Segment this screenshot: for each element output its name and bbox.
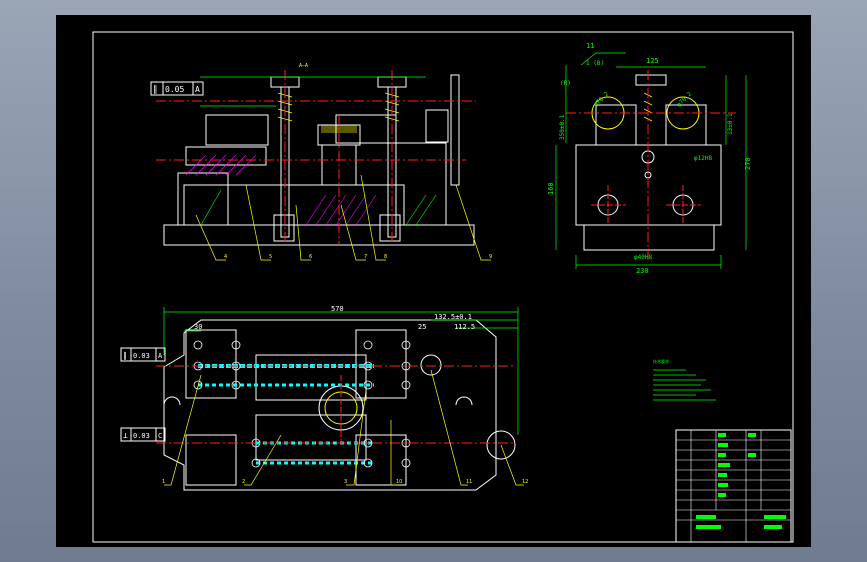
title-block bbox=[675, 429, 792, 543]
plan-callout-2: 2 bbox=[242, 479, 245, 485]
plan-tol-upper-symbol: ∥ bbox=[123, 351, 127, 360]
plan-tol-upper-value: 0.03 bbox=[133, 352, 150, 360]
front-tol-datum: A bbox=[195, 85, 200, 94]
front-callout-4: 4 bbox=[224, 254, 227, 260]
plan-dim-132: 132.5±0.1 bbox=[434, 313, 472, 321]
front-tolerance-frame bbox=[150, 81, 204, 96]
outer-border bbox=[92, 31, 794, 543]
side-dim-r: (R) bbox=[560, 80, 571, 87]
side-dim-right-height: 13±0.1 bbox=[727, 113, 734, 135]
front-view: ∥ 0.05 A A—A bbox=[150, 63, 491, 261]
side-dim-160: 160 bbox=[547, 182, 555, 195]
front-tol-value: 0.05 bbox=[165, 85, 184, 94]
front-callout-6: 6 bbox=[309, 254, 312, 260]
plan-dim-30: 30 bbox=[194, 323, 202, 331]
drawing-sheet: ∥ 0.05 A A—A bbox=[56, 15, 811, 547]
front-callout-8: 8 bbox=[384, 254, 387, 260]
side-dim-1b: 1 (B) bbox=[586, 60, 604, 67]
side-dim-hole: φ40H8 bbox=[634, 254, 652, 261]
front-top-note: A—A bbox=[299, 63, 308, 69]
side-dim-circle-left: φ70.2 bbox=[592, 90, 610, 108]
plan-tol-upper-datum: A bbox=[158, 352, 163, 360]
front-callout-9: 9 bbox=[489, 254, 492, 260]
plan-tol-lower-value: 0.03 bbox=[133, 432, 150, 440]
plan-dim-overall: 570 bbox=[331, 305, 344, 313]
cad-drawing: ∥ 0.05 A A—A bbox=[92, 31, 794, 543]
plan-dim-25: 25 bbox=[418, 323, 426, 331]
plan-callout-11: 11 bbox=[466, 479, 472, 485]
plan-view: 570 132.5±0.1 25 112.5 30 ∥ 0.03 A ⊥ 0.0… bbox=[120, 305, 524, 491]
plan-tol-lower-symbol: ⊥ bbox=[123, 431, 128, 440]
side-dim-270: 270 bbox=[744, 157, 752, 170]
side-dim-small-hole: φ12H8 bbox=[694, 155, 712, 162]
plan-callout-10: 10 bbox=[396, 479, 402, 485]
front-callout-5: 5 bbox=[269, 254, 272, 260]
side-dim-125: 125 bbox=[646, 57, 659, 65]
plan-callout-1: 1 bbox=[162, 479, 165, 485]
plan-tol-lower-datum: C bbox=[158, 432, 162, 440]
notes-title: 技术要求 bbox=[653, 358, 669, 364]
plan-dim-112: 112.5 bbox=[454, 323, 475, 331]
side-dim-230: 230 bbox=[636, 267, 649, 275]
side-view: 11 1 (B) 125 (R) 160 270 230 φ40H8 φ70.2… bbox=[547, 42, 752, 275]
side-dim-11: 11 bbox=[586, 42, 594, 50]
front-tol-symbol: ∥ bbox=[153, 85, 158, 95]
plan-callout-3: 3 bbox=[344, 479, 347, 485]
front-callout-7: 7 bbox=[364, 254, 367, 260]
technical-notes: 技术要求 bbox=[653, 358, 716, 401]
side-dim-left-height: 350±0.1 bbox=[559, 114, 566, 140]
plan-callout-12: 12 bbox=[522, 479, 528, 485]
